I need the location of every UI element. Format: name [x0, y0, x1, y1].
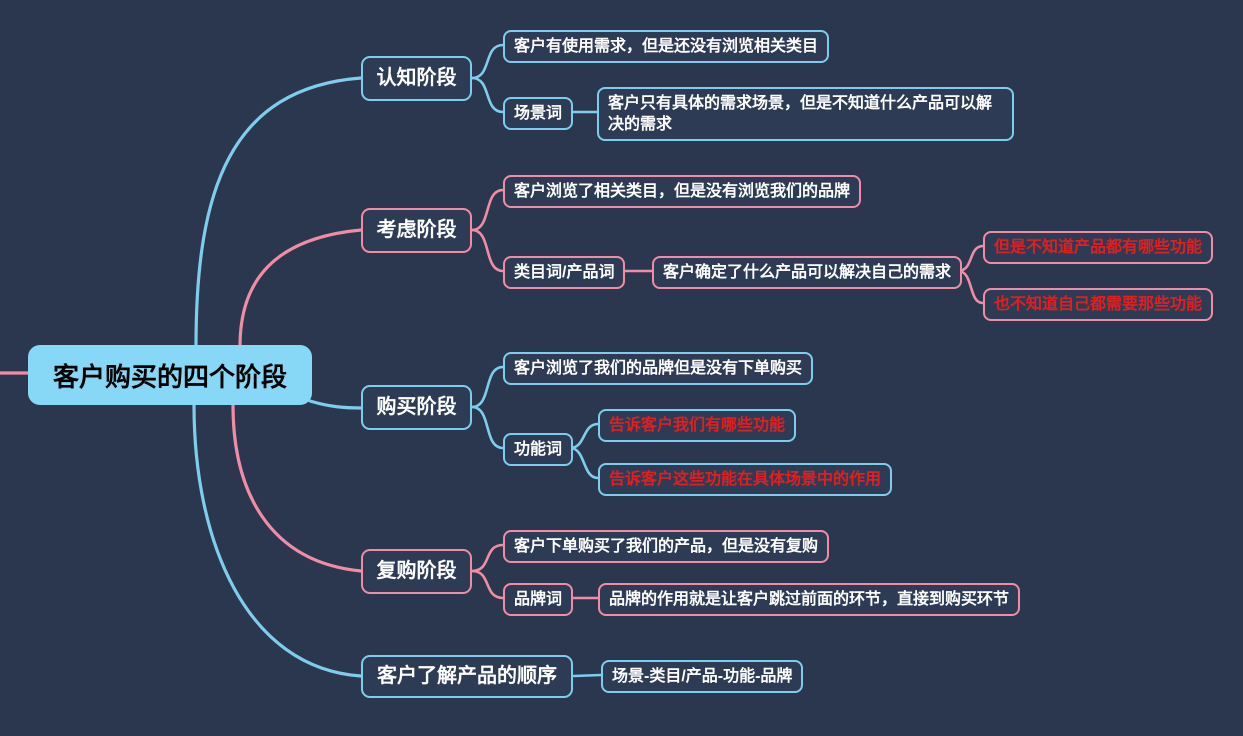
edge-root-repurchase [231, 403, 363, 573]
node-brand-word-desc[interactable]: 品牌的作用就是让客户跳过前面的环节，直接到购买环节 [598, 583, 1021, 616]
edge-consideration-categoryword [470, 228, 505, 273]
edge-repurchase-desc [470, 543, 505, 573]
node-learning-order-desc[interactable]: 场景-类目/产品-功能-品牌 [601, 660, 804, 693]
node-stage-consideration[interactable]: 考虑阶段 [361, 208, 472, 253]
node-function-tip-2[interactable]: 告诉客户这些功能在具体场景中的作用 [598, 463, 893, 496]
node-category-gap-2[interactable]: 也不知道自己都需要那些功能 [983, 288, 1214, 321]
edge-consideration-desc [470, 188, 505, 232]
edge-root-purchase [308, 399, 363, 410]
node-repurchase-desc[interactable]: 客户下单购买了我们的产品，但是没有复购 [503, 530, 830, 563]
node-scene-word-desc[interactable]: 客户只有具体的需求场景，但是不知道什么产品可以解决的需求 [597, 87, 1014, 141]
node-stage-repurchase[interactable]: 复购阶段 [361, 549, 472, 594]
node-brand-word[interactable]: 品牌词 [503, 583, 574, 616]
node-category-gap-1[interactable]: 但是不知道产品都有哪些功能 [983, 231, 1214, 264]
node-consideration-desc[interactable]: 客户浏览了相关类目，但是没有浏览我们的品牌 [503, 175, 862, 208]
edge-function-tip1 [568, 422, 600, 450]
node-learning-order[interactable]: 客户了解产品的顺序 [361, 655, 573, 698]
edge-cognition-desc [470, 43, 505, 80]
node-category-word-desc[interactable]: 客户确定了什么产品可以解决自己的需求 [652, 256, 963, 289]
root-node[interactable]: 客户购买的四个阶段 [28, 345, 312, 405]
edge-repurchase-brandword [470, 569, 505, 600]
node-scene-word[interactable]: 场景词 [503, 97, 574, 130]
node-cognition-desc[interactable]: 客户有使用需求，但是还没有浏览相关类目 [503, 30, 830, 63]
node-category-product-word[interactable]: 类目词/产品词 [503, 256, 626, 289]
edge-purchase-functionword [470, 405, 505, 450]
edge-root-learning-order [192, 403, 363, 678]
edge-purchase-desc [470, 365, 505, 409]
node-stage-purchase[interactable]: 购买阶段 [361, 385, 472, 430]
edge-cognition-sceneword [470, 76, 505, 114]
edge-root-cognition [194, 76, 363, 348]
edge-function-tip2 [568, 446, 600, 480]
edge-learning-order-desc [572, 673, 603, 678]
node-function-tip-1[interactable]: 告诉客户我们有哪些功能 [598, 409, 797, 442]
edge-root-consideration [238, 228, 363, 348]
node-stage-cognition[interactable]: 认知阶段 [361, 56, 472, 101]
node-function-word[interactable]: 功能词 [503, 433, 574, 466]
node-purchase-desc[interactable]: 客户浏览了我们的品牌但是没有下单购买 [503, 352, 814, 385]
